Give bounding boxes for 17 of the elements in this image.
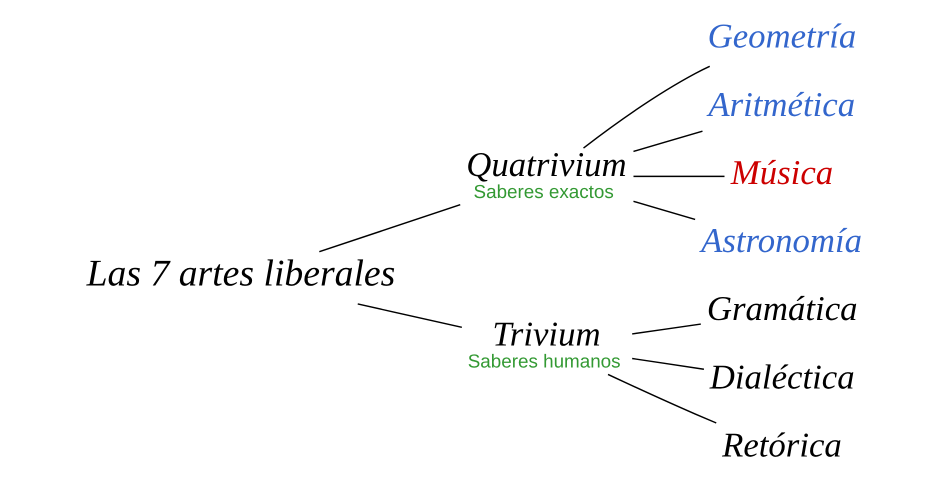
node-text: Geometría [707, 16, 856, 56]
connector [632, 200, 695, 220]
connector [632, 358, 704, 370]
connector [632, 130, 702, 152]
node-text: Astronomía [700, 221, 862, 260]
connector [318, 204, 460, 252]
node-text: Dialéctica [709, 357, 854, 396]
connector [582, 66, 710, 149]
connector [632, 323, 700, 335]
node-text: Las 7 artes liberales [86, 252, 395, 295]
connector [357, 303, 462, 328]
connector [607, 374, 716, 424]
connector [632, 176, 724, 178]
node-text: Aritmética [708, 84, 855, 124]
node-text: Música [730, 152, 833, 192]
node-text: Retórica [722, 425, 842, 464]
node-text: Gramática [706, 289, 858, 328]
